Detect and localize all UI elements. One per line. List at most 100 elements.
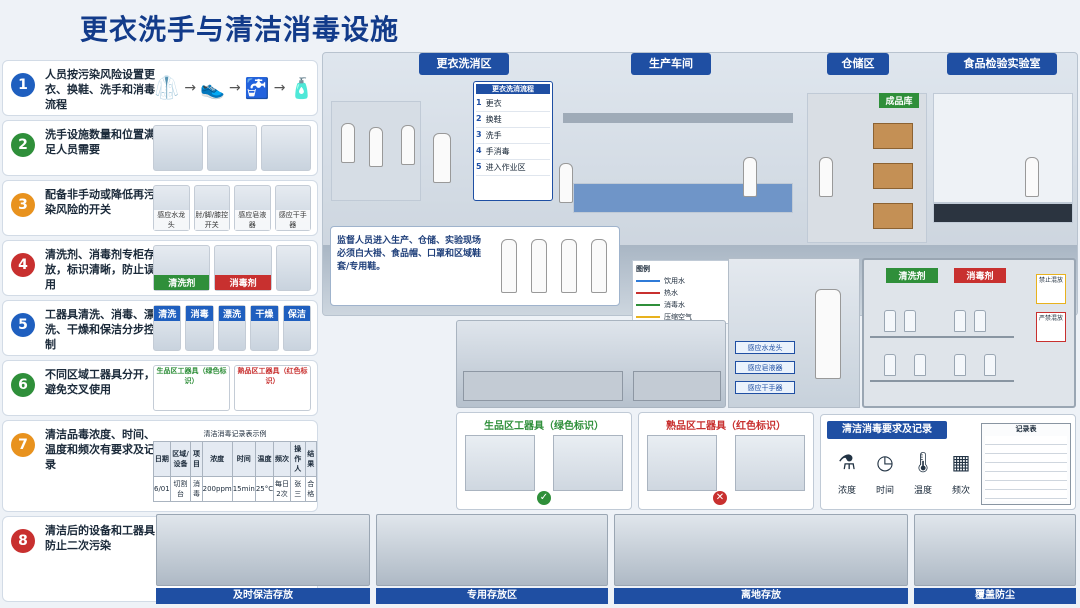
sensor-faucet-image: 感应水龙头 [153, 185, 190, 231]
worker-figure [743, 157, 757, 197]
storage-caption-4: 覆盖防尘 [914, 588, 1076, 604]
arrow-icon: → [273, 80, 286, 96]
washing-sinks [456, 320, 726, 408]
calendar-icon: ▦ [951, 450, 971, 474]
req-time: ◷时间 [867, 449, 903, 496]
page-title: 更衣洗手与清洁消毒设施 [80, 13, 400, 46]
supervisor-figure [561, 239, 577, 293]
goods-box [873, 123, 913, 149]
bottle-icon [914, 354, 926, 376]
step-text: 工器具清洗、消毒、漂洗、干燥和保洁分步控制 [45, 308, 155, 351]
no-mixing-icon: 严禁混放 [1036, 312, 1066, 342]
warning-icon: 禁止混放 [1036, 274, 1066, 304]
callout-hand-dryer: 感应干手器 [735, 381, 795, 394]
tool-rack [553, 435, 623, 491]
arrow-icon: → [184, 80, 197, 96]
conveyor [573, 183, 793, 213]
legend-item: 饮用水 [636, 276, 748, 286]
cleaning-shelf-image: 清洗剂 [153, 245, 211, 291]
disinfect-shelf-image: 消毒剂 [214, 245, 272, 291]
elbow-switch-image: 肘/脚/膝控开关 [193, 185, 230, 231]
step-number: 7 [11, 433, 35, 457]
callout-sensor-faucet: 感应水龙头 [735, 341, 795, 354]
lab-bench [933, 203, 1073, 223]
record-sheet-grid [985, 436, 1067, 501]
req-concentration: ⚗浓度 [829, 449, 865, 496]
hand-wash-station: 感应水龙头 感应皂液器 感应干手器 [728, 258, 860, 408]
check-icon: ✓ [537, 491, 551, 505]
zone-lab: 食品检验实验室 [947, 53, 1057, 75]
bottle-icon [884, 310, 896, 332]
storage-image-2 [376, 514, 608, 586]
disinfect-label: 消毒剂 [954, 268, 1006, 283]
raw-tools-label: 生品区工器具（绿色标识） [484, 421, 604, 432]
storage-image-4 [914, 514, 1076, 586]
cooked-tools-panel: 熟品区工器具（红色标识） ✕ [638, 412, 814, 510]
record-sheet-title: 记录表 [1015, 425, 1037, 433]
step-2: 2 洗手设施数量和位置满足人员需要 [2, 120, 318, 176]
faucet-icon: 🚰 [244, 76, 270, 100]
storage-image-1 [156, 514, 370, 586]
legend-swatch [636, 304, 660, 306]
legend-swatch [636, 292, 660, 294]
stage-keep: 保洁 [282, 305, 312, 351]
cooked-tools-label: 熟品区工器具（红色标识） [666, 421, 786, 432]
cabinet-shelf [870, 336, 1014, 338]
worker-figure [815, 289, 841, 379]
worker-figure [369, 127, 383, 167]
step-number: 5 [11, 313, 35, 337]
cleaning-label: 清洗剂 [886, 268, 938, 283]
worker-figure [819, 157, 833, 197]
step-6-tools: 生品区工器具（绿色标识） 熟品区工器具（红色标识） [153, 365, 311, 411]
storage-image-3 [614, 514, 908, 586]
supervisor-note: 监督人员进入生产、仓储、实验现场必须白大褂、食品帽、口罩和区域鞋套/专用鞋。 [330, 226, 620, 306]
bottle-icon [904, 310, 916, 332]
step-6: 6 不同区域工器具分开，避免交叉使用 生品区工器具（绿色标识） 熟品区工器具（红… [2, 360, 318, 416]
step-number: 8 [11, 529, 35, 553]
bottle-icon: 🧴 [289, 76, 315, 100]
zone-warehouse: 仓储区 [827, 53, 889, 75]
req-frequency: ▦频次 [943, 449, 979, 496]
step-5-stages: 清洗 消毒 漂洗 干燥 保洁 [153, 305, 312, 351]
worker-figure [401, 125, 415, 165]
stage-wash: 清洗 [153, 305, 182, 351]
step-4: 4 清洗剂、消毒剂专柜存放，标识清晰，防止误用 清洗剂 消毒剂 [2, 240, 318, 296]
step-text: 清洗剂、消毒剂专柜存放，标识清晰，防止误用 [45, 248, 155, 291]
sink-image [261, 125, 311, 171]
flow-title: 更衣洗消流程 [476, 84, 550, 94]
tool-rack [465, 435, 535, 491]
record-sheet: 记录表 [981, 423, 1071, 505]
step-number: 4 [11, 253, 35, 277]
legend-item: 消毒水 [636, 300, 748, 310]
warehouse-sign: 成品库 [879, 93, 919, 108]
record-table-caption: 清洁消毒记录表示例 [203, 430, 267, 438]
storage-strip: 及时保洁存放 专用存放区 离地存放 覆盖防尘 [156, 514, 1076, 606]
bottle-icon [974, 310, 986, 332]
flask-icon: ⚗ [838, 450, 856, 474]
cooked-tools-image: 熟品区工器具（红色标识） [234, 365, 311, 411]
storage-caption-1: 及时保洁存放 [156, 588, 370, 604]
cabinet-shelf [870, 380, 1014, 382]
cross-icon: ✕ [713, 491, 727, 505]
hand-dryer-image: 感应干手器 [274, 185, 311, 231]
callout-soap-dispenser: 感应皂液器 [735, 361, 795, 374]
arrow-icon: → [229, 80, 241, 96]
tool-rack [647, 435, 717, 491]
step-text: 清洁品毒浓度、时间、温度和频次有要求及记录 [45, 428, 155, 471]
sink-image [153, 125, 203, 171]
step-3: 3 配备非手动或降低再污染风险的开关 感应水龙头 肘/脚/膝控开关 感应皂液器 … [2, 180, 318, 236]
step-number: 1 [11, 73, 35, 97]
worker-figure [341, 123, 355, 163]
step-4-cabinet: 清洗剂 消毒剂 [153, 245, 312, 291]
requirements-title: 清洁消毒要求及记录 [827, 421, 947, 439]
worker-figure [433, 133, 451, 183]
requirements-panel: 清洁消毒要求及记录 ⚗浓度 ◷时间 🌡温度 ▦频次 记录表 [820, 414, 1076, 510]
sink-basin [463, 371, 623, 401]
worker-figure [1025, 157, 1039, 197]
step-number: 2 [11, 133, 35, 157]
coat-icon: 🥼 [153, 75, 181, 101]
stage-rinse: 漂洗 [217, 305, 247, 351]
